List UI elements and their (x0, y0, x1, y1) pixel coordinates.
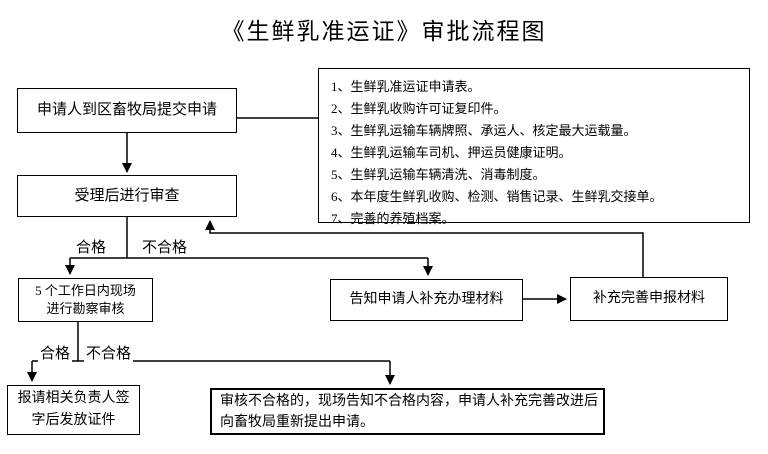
node-reject-line2: 向畜牧局重新提出申请。 (220, 414, 374, 430)
node-complete-declaration-materials: 补充完善申报材料 (570, 277, 728, 321)
node-submit-application: 申请人到区畜牧局提交申请 (17, 88, 237, 133)
node-site-inspection-line2: 进行勘察审核 (46, 301, 125, 316)
branch-label-inspection-fail: 不合格 (84, 342, 134, 363)
node-issue-certificate: 报请相关负责人签 字后发放证件 (7, 385, 140, 435)
node-review-after-acceptance: 受理后进行审查 (17, 175, 237, 217)
page-title: 《生鲜乳准运证》审批流程图 (221, 19, 547, 44)
material-item: 7、完善的养殖档案。 (331, 211, 455, 226)
material-item: 6、本年度生鲜乳收购、检测、销售记录、生鲜乳交接单。 (331, 189, 663, 204)
branch-label-review-fail: 不合格 (140, 236, 190, 257)
material-item: 4、生鲜乳运输车司机、押运员健康证明。 (331, 145, 572, 160)
branch-label-inspection-pass: 合格 (38, 342, 73, 363)
node-reject-line1: 审核不合格的，现场告知不合格内容，申请人补充完善改进后 (220, 393, 598, 409)
arrow-complete-back-to-review (205, 220, 644, 277)
material-item: 1、生鲜乳准运证申请表。 (331, 79, 481, 94)
node-site-inspection: 5 个工作日内现场 进行勘察审核 (18, 278, 153, 322)
node-issue-line1: 报请相关负责人签 (17, 391, 130, 406)
node-issue-line2: 字后发放证件 (31, 413, 116, 428)
node-reject-notice: 审核不合格的，现场告知不合格内容，申请人补充完善改进后 向畜牧局重新提出申请。 (210, 388, 605, 435)
branch-label-review-pass: 合格 (74, 236, 109, 257)
node-materials-list: 1、生鲜乳准运证申请表。 2、生鲜乳收购许可证复印件。 3、生鲜乳运输车辆牌照、… (318, 68, 750, 226)
node-review-label: 受理后进行审查 (74, 187, 180, 204)
node-notify-supplement-materials: 告知申请人补充办理材料 (330, 279, 523, 321)
material-item: 3、生鲜乳运输车辆牌照、承运人、核定最大运载量。 (331, 123, 637, 138)
material-item: 2、生鲜乳收购许可证复印件。 (331, 101, 507, 116)
material-item: 5、生鲜乳运输车辆清洗、消毒制度。 (331, 167, 546, 182)
node-submit-application-label: 申请人到区畜牧局提交申请 (36, 102, 217, 119)
node-notify-label: 告知申请人补充办理材料 (349, 291, 504, 307)
node-site-inspection-line1: 5 个工作日内现场 (35, 283, 136, 299)
node-complete-label: 补充完善申报材料 (593, 290, 705, 306)
